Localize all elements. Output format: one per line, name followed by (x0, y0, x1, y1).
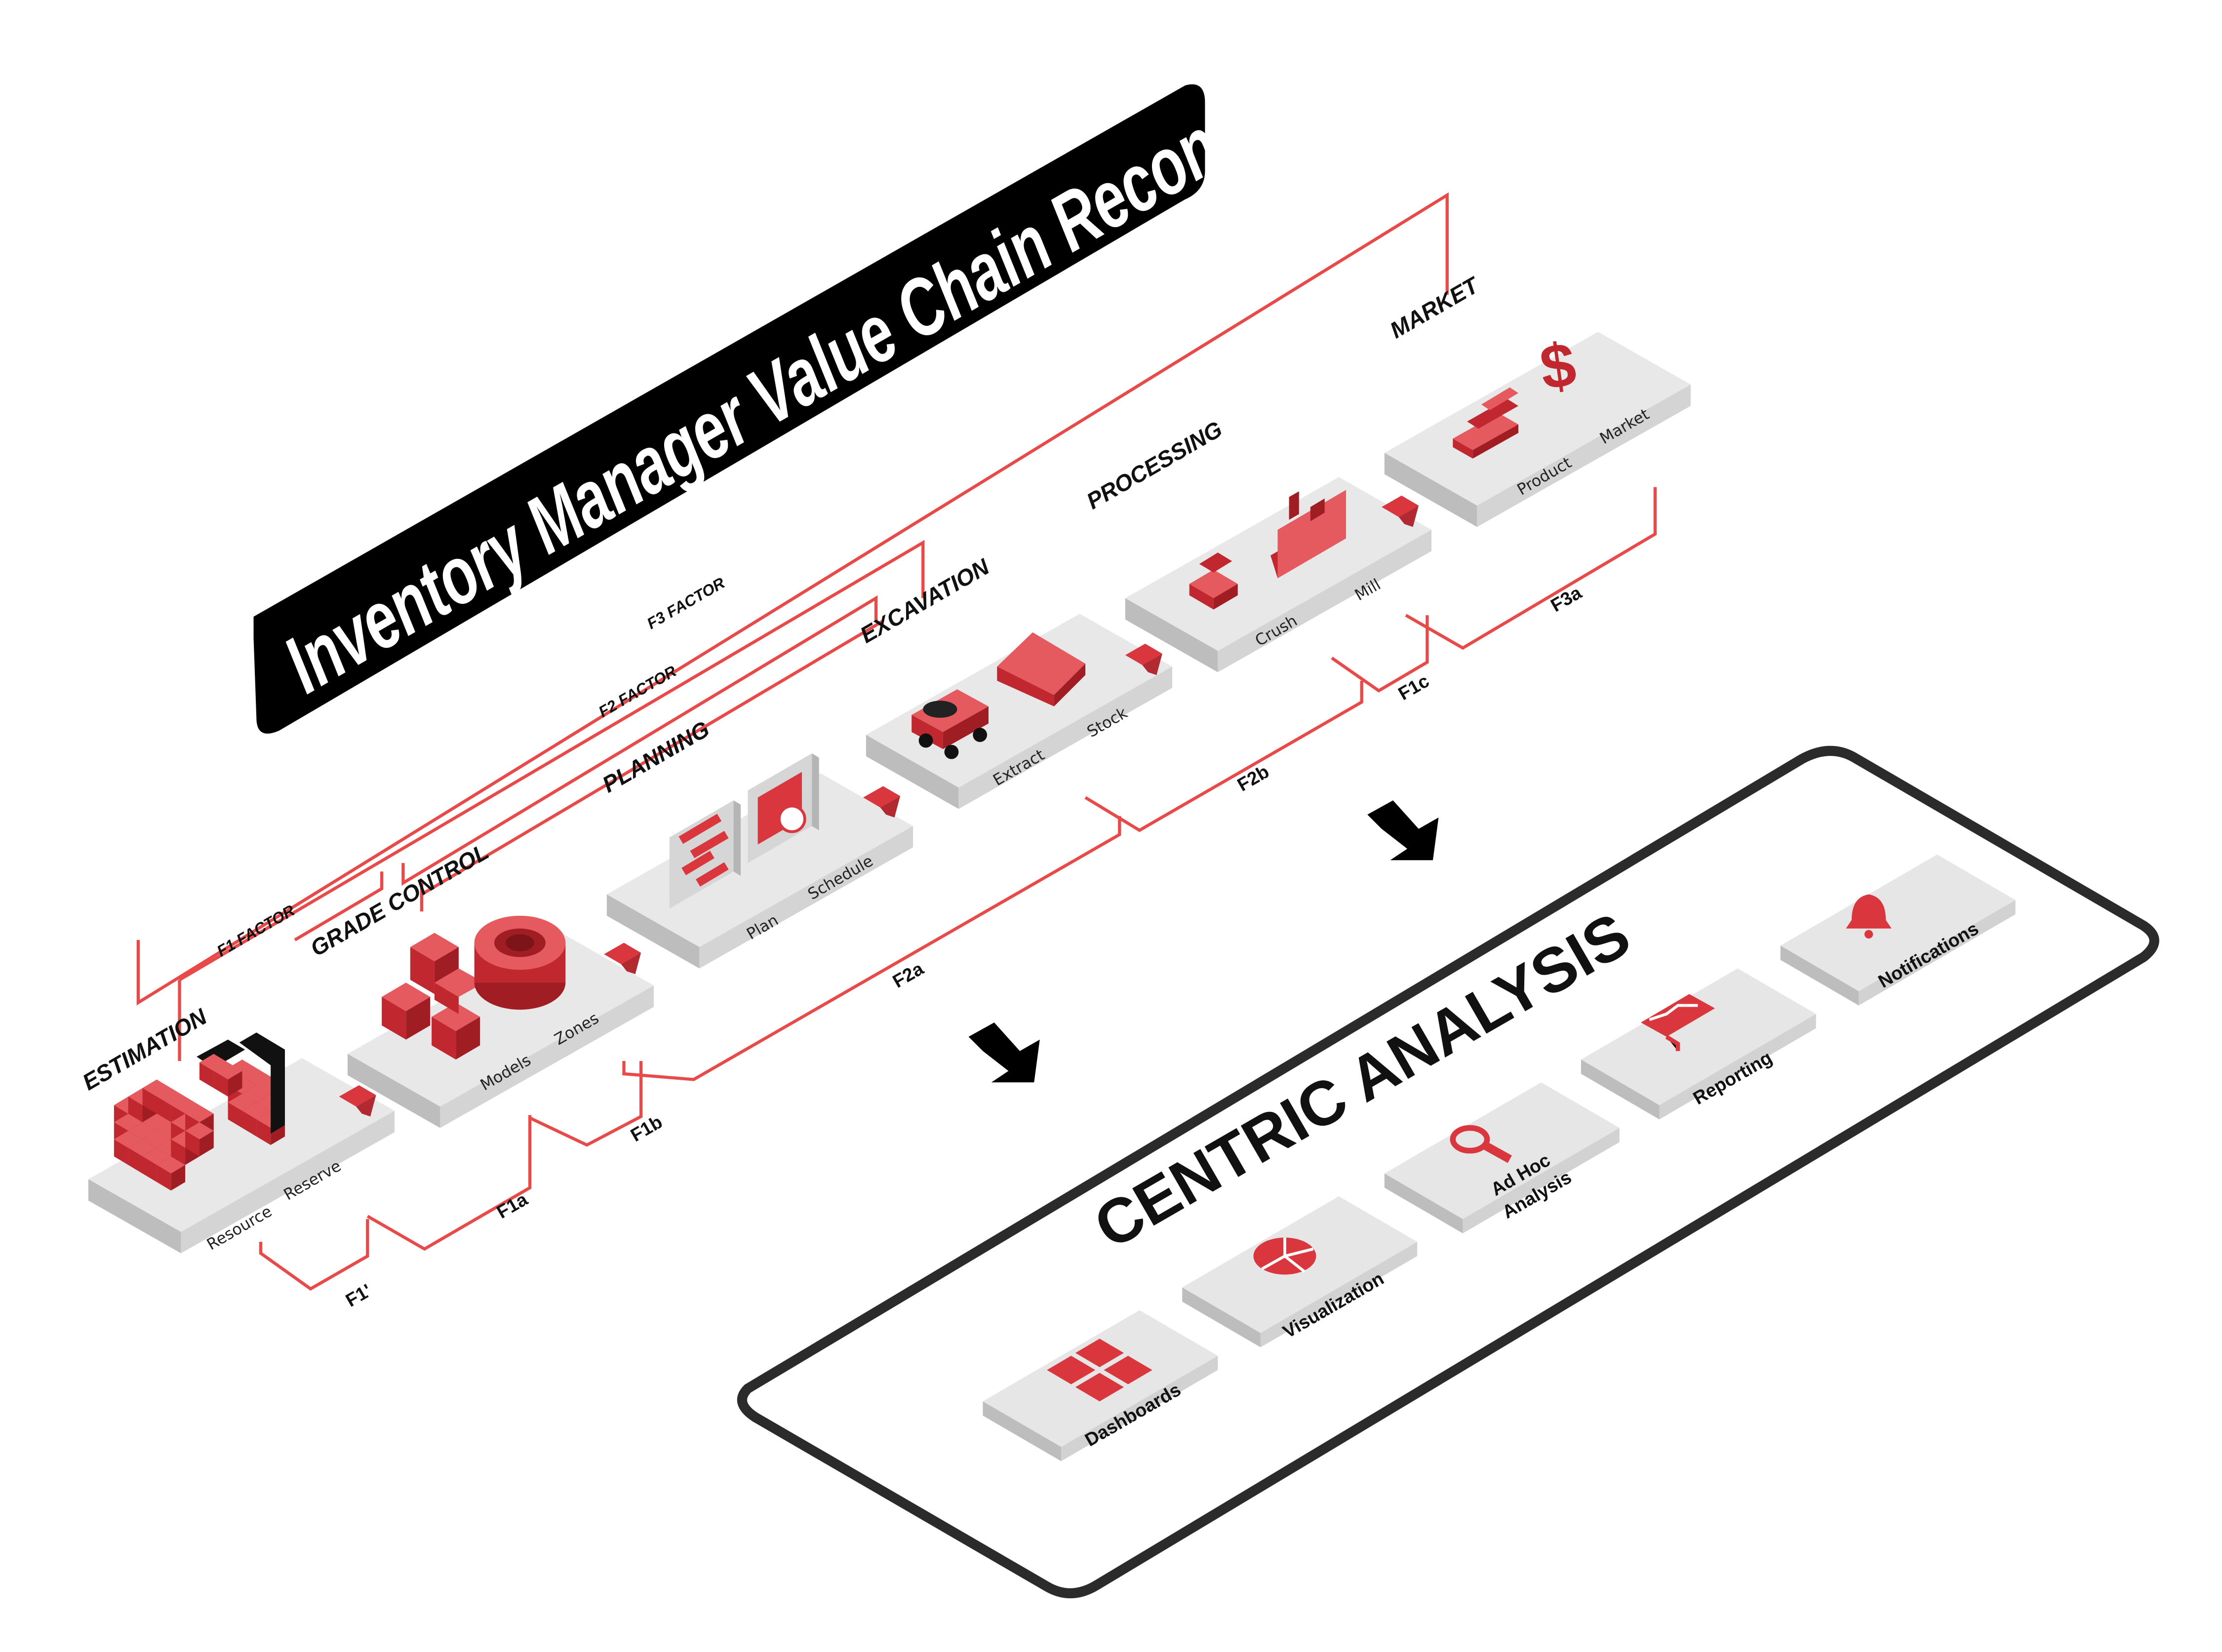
centric-analysis-title: CENTRIC ANALYSIS (1083, 899, 1642, 1262)
flow-arrow-left (968, 1023, 1040, 1083)
f1-factor-caption: F1 FACTOR (214, 901, 298, 960)
reserve-blocks-icon (197, 1032, 285, 1145)
stage-label-processing: PROCESSING (1082, 416, 1227, 514)
magnifier-icon (1450, 1125, 1512, 1163)
tile-reporting[interactable]: Reporting (1581, 968, 1816, 1120)
factor-label-f3a: F3a (1547, 582, 1586, 616)
platform-grade-control: Models Zones (347, 915, 654, 1128)
stage-label-grade-control: GRADE CONTROL (306, 838, 493, 961)
factor-label-f1-prime: F1' (342, 1280, 375, 1311)
platform-planning: Plan Schedule (606, 753, 913, 969)
factor-label-f1b: F1b (627, 1111, 666, 1146)
stockpile-icon (997, 632, 1086, 707)
monitor-chart-icon (1641, 994, 1715, 1051)
centric-analysis-panel: CENTRIC ANALYSIS Dashboards Visualizatio… (737, 746, 2159, 1599)
gold-bars-icon (1453, 387, 1518, 459)
platform-market: $ Product Market (1384, 329, 1691, 527)
calendar-clock-icon (748, 753, 819, 863)
mill-factory-icon (1270, 490, 1346, 579)
haul-truck-icon (912, 689, 989, 759)
tile-notifications[interactable]: Notifications (1780, 854, 2016, 1006)
stage-label-estimation: ESTIMATION (78, 1003, 212, 1095)
pie-chart-icon (1253, 1237, 1316, 1275)
flow-arrow-right (1367, 800, 1439, 861)
platform-excavation: Extract Stock (866, 614, 1173, 809)
factor-connector-lines (136, 192, 1657, 1291)
factor-label-f2b: F2b (1233, 761, 1272, 795)
tile-dashboards[interactable]: Dashboards (983, 1310, 1218, 1461)
bell-icon (1846, 894, 1892, 939)
gantt-chart-icon (669, 800, 741, 909)
stage-label-market: MARKET (1386, 272, 1484, 344)
factor-label-f1a: F1a (493, 1188, 531, 1222)
tile-visualization[interactable]: Visualization (1182, 1196, 1418, 1347)
model-blocks-icon (382, 933, 484, 1060)
factor-label-f1c: F1c (1394, 670, 1432, 704)
tile-ad-hoc-analysis[interactable]: Ad Hoc Analysis (1384, 1082, 1620, 1233)
f3-factor-caption: F3 FACTOR (644, 574, 728, 632)
zones-ring-icon (474, 915, 566, 1010)
